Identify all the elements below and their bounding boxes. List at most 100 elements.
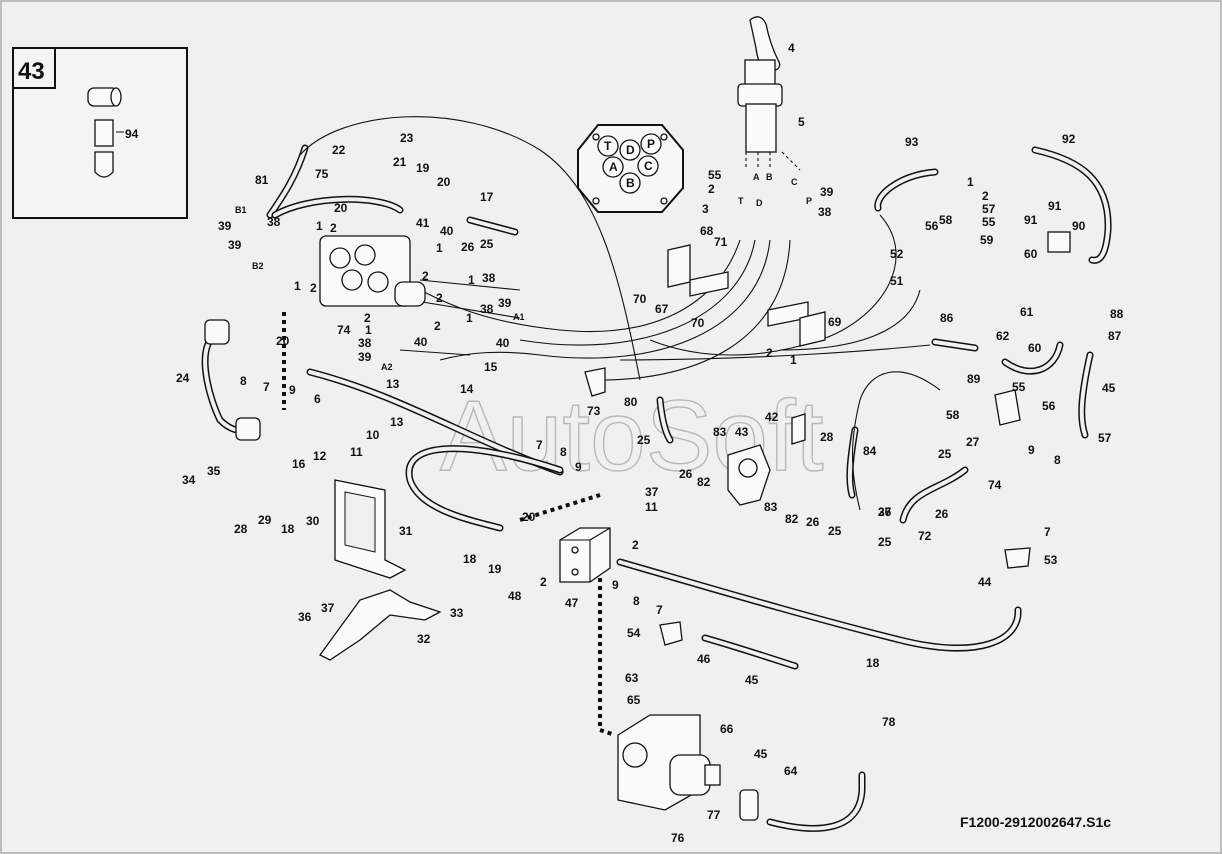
callout-labels: 4 5 93 92 22 23 21 19 20 81 75 17 20 41 … — [176, 41, 1124, 845]
callout: 11 — [645, 500, 658, 514]
callout: 25 — [637, 433, 651, 447]
callout: 80 — [624, 395, 638, 409]
callout: 25 — [938, 447, 952, 461]
callout: 40 — [440, 224, 454, 238]
main-control-valve-icon — [319, 235, 426, 307]
callout: 1 — [365, 323, 372, 337]
dashed-links — [282, 312, 616, 737]
filter-icon — [727, 444, 771, 506]
callout: 57 — [982, 202, 996, 216]
callout: 39 — [218, 219, 232, 233]
callout: 47 — [565, 596, 579, 610]
callout: 25 — [828, 524, 842, 538]
callout: 8 — [560, 445, 567, 459]
callout: 2 — [364, 311, 371, 325]
callout: 39 — [228, 238, 242, 252]
callout: 26 — [878, 505, 892, 519]
callout: 20 — [522, 510, 536, 524]
callout: 72 — [918, 529, 932, 543]
callout: 71 — [714, 235, 728, 249]
callout: 2 — [632, 538, 639, 552]
callout: 18 — [281, 522, 295, 536]
callout: 8 — [1054, 453, 1061, 467]
callout: 43 — [735, 425, 749, 439]
callout: 83 — [713, 425, 727, 439]
port-label: B1 — [235, 205, 247, 215]
callout: 45 — [754, 747, 768, 761]
callout: 60 — [1024, 247, 1038, 261]
callout: 76 — [671, 831, 685, 845]
callout: 1 — [967, 175, 974, 189]
callout: 9 — [612, 578, 619, 592]
joystick-valve-icon — [737, 16, 801, 171]
callout: 83 — [764, 500, 778, 514]
callout: 13 — [390, 415, 404, 429]
callout: 33 — [450, 606, 464, 620]
callout: 67 — [655, 302, 669, 316]
callout: 56 — [925, 219, 939, 233]
cap-letter-c: C — [644, 159, 653, 173]
callout: 62 — [996, 329, 1010, 343]
callout: 36 — [298, 610, 312, 624]
callout: 2 — [766, 346, 773, 360]
callout: 74 — [988, 478, 1002, 492]
callout: 18 — [463, 552, 477, 566]
callout: 21 — [393, 155, 407, 169]
callout: 41 — [416, 216, 430, 230]
callout: 90 — [1072, 219, 1086, 233]
callout: 58 — [939, 213, 953, 227]
hoses — [201, 144, 1112, 832]
callout: 82 — [785, 512, 799, 526]
callout: 1 — [316, 219, 323, 233]
callout: 2 — [422, 269, 429, 283]
callout: 13 — [386, 377, 400, 391]
callout: 70 — [633, 292, 647, 306]
mounting-bracket-icon — [319, 479, 442, 661]
callout: 51 — [890, 274, 904, 288]
callout: 84 — [863, 444, 877, 458]
callout: 38 — [267, 215, 281, 229]
callout: 86 — [940, 311, 954, 325]
callout: 3 — [702, 202, 709, 216]
callout: 20 — [437, 175, 451, 189]
callout: 81 — [255, 173, 269, 187]
inset-number-box — [12, 47, 56, 89]
port-label: T — [738, 196, 744, 206]
callout: 2 — [540, 575, 547, 589]
callout: 46 — [697, 652, 711, 666]
callout: 20 — [276, 334, 290, 348]
callout: 91 — [1048, 199, 1062, 213]
callout: 88 — [1110, 307, 1124, 321]
callout: 2 — [982, 189, 989, 203]
callout: 57 — [1098, 431, 1112, 445]
callout: 24 — [176, 371, 190, 385]
callout: 39 — [358, 350, 372, 364]
callout: 23 — [400, 131, 414, 145]
port-label: A — [753, 172, 760, 182]
callout: 25 — [480, 237, 494, 251]
callout: 2 — [708, 182, 715, 196]
callout: 55 — [982, 215, 996, 229]
callout: 2 — [436, 291, 443, 305]
callout: 37 — [321, 601, 335, 615]
callout: 1 — [466, 311, 473, 325]
callout: 55 — [1012, 380, 1026, 394]
callout: 58 — [946, 408, 960, 422]
callout: 18 — [866, 656, 880, 670]
callout: 2 — [434, 319, 441, 333]
callout: 20 — [334, 201, 348, 215]
port-cap-icon: T D P A C B — [577, 124, 684, 213]
port-label: B — [766, 172, 773, 182]
callout: 53 — [1044, 553, 1058, 567]
callout: 32 — [417, 632, 431, 646]
callout: 56 — [1042, 399, 1056, 413]
callout: 26 — [461, 240, 475, 254]
callout: 48 — [508, 589, 522, 603]
callout: 11 — [350, 445, 363, 459]
cap-letter-p: P — [647, 137, 655, 151]
callout: 9 — [575, 460, 582, 474]
hose-clamp-brackets — [667, 244, 826, 445]
callout: 19 — [488, 562, 502, 576]
callout: 1 — [436, 241, 443, 255]
